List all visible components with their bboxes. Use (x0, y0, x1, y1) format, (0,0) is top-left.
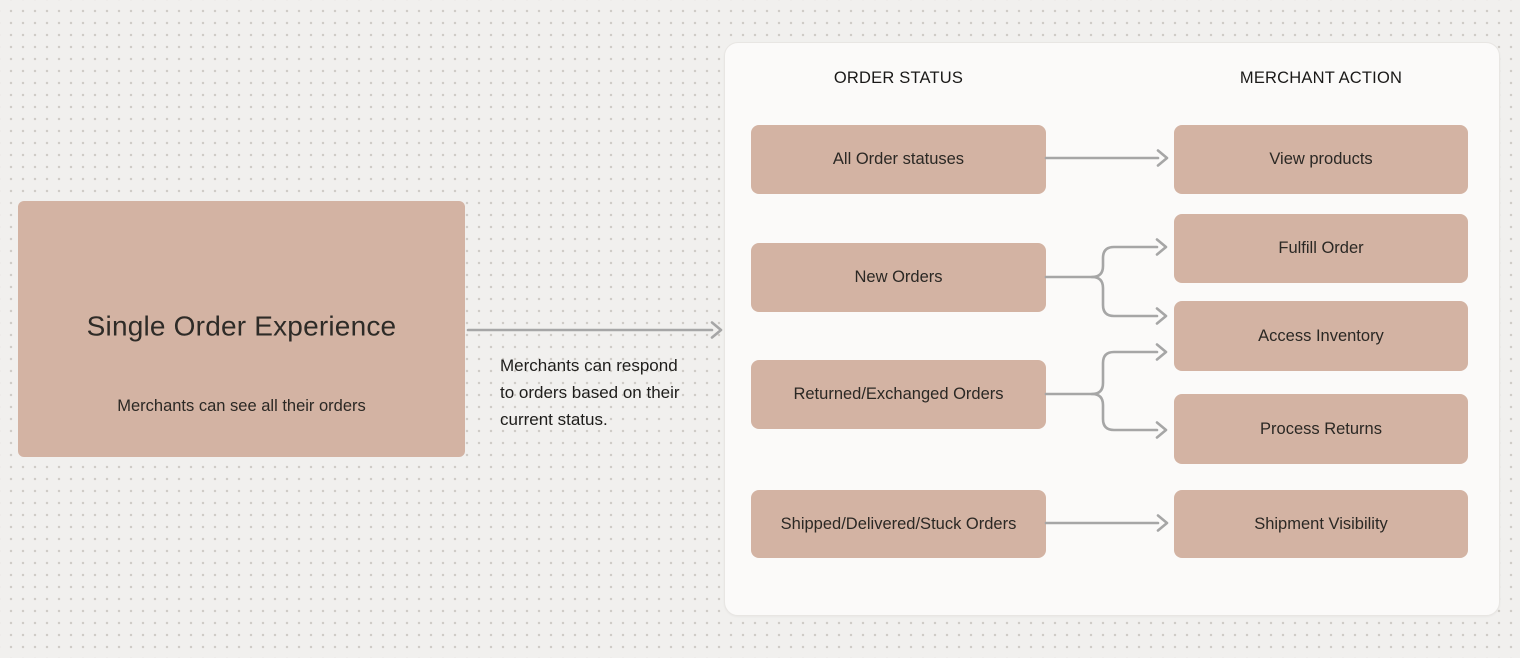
action-node-shipment-visibility[interactable]: Shipment Visibility (1174, 490, 1468, 558)
action-node-fulfill-order[interactable]: Fulfill Order (1174, 214, 1468, 283)
action-node-view-products[interactable]: View products (1174, 125, 1468, 194)
column-header-order-status: ORDER STATUS (833, 69, 964, 87)
status-node-shipped-delivered-stuck-orders[interactable]: Shipped/Delivered/Stuck Orders (751, 490, 1046, 558)
status-node-new-orders[interactable]: New Orders (751, 243, 1046, 312)
column-header-merchant-action: MERCHANT ACTION (1239, 69, 1403, 87)
main-node-subtitle: Merchants can see all their orders (117, 397, 366, 415)
action-node-process-returns[interactable]: Process Returns (1174, 394, 1468, 464)
arrow-annotation-text[interactable]: Merchants can respond to orders based on… (500, 356, 680, 429)
action-node-access-inventory[interactable]: Access Inventory (1174, 301, 1468, 371)
mapping-panel[interactable]: ORDER STATUS MERCHANT ACTION All Order s… (724, 42, 1500, 616)
main-node-title: Single Order Experience (86, 310, 397, 342)
node-single-order-experience[interactable]: Single Order Experience Merchants can se… (18, 201, 465, 457)
status-node-returned-exchanged-orders[interactable]: Returned/Exchanged Orders (751, 360, 1046, 429)
status-node-all-order-statuses[interactable]: All Order statuses (751, 125, 1046, 194)
